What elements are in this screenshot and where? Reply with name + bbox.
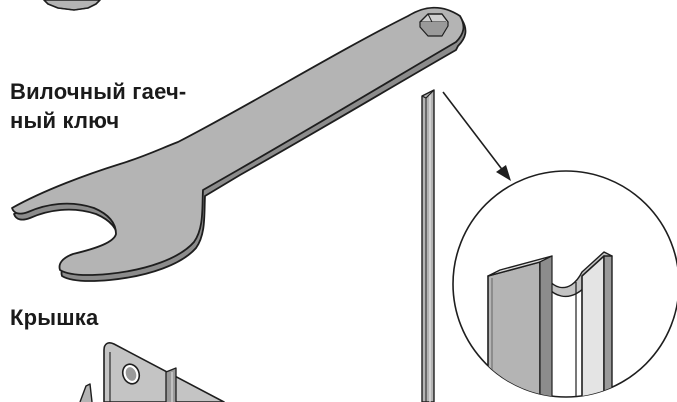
detail-arrow: [442, 91, 511, 181]
wrench-label-line-1: Вилочный гаеч-: [10, 79, 187, 104]
rail-profile: [421, 89, 435, 402]
lid-label: Крышка: [10, 303, 98, 332]
wrench-label: Вилочный гаеч- ный ключ: [10, 77, 186, 135]
wrench-drawing: [11, 6, 467, 282]
wrench-label-line-2: ный ключ: [10, 108, 120, 133]
lid-label-text: Крышка: [10, 305, 99, 330]
detail-magnifier: [452, 170, 677, 398]
top-left-part-fragment: [43, 0, 101, 11]
lid-drawing: [79, 342, 225, 402]
